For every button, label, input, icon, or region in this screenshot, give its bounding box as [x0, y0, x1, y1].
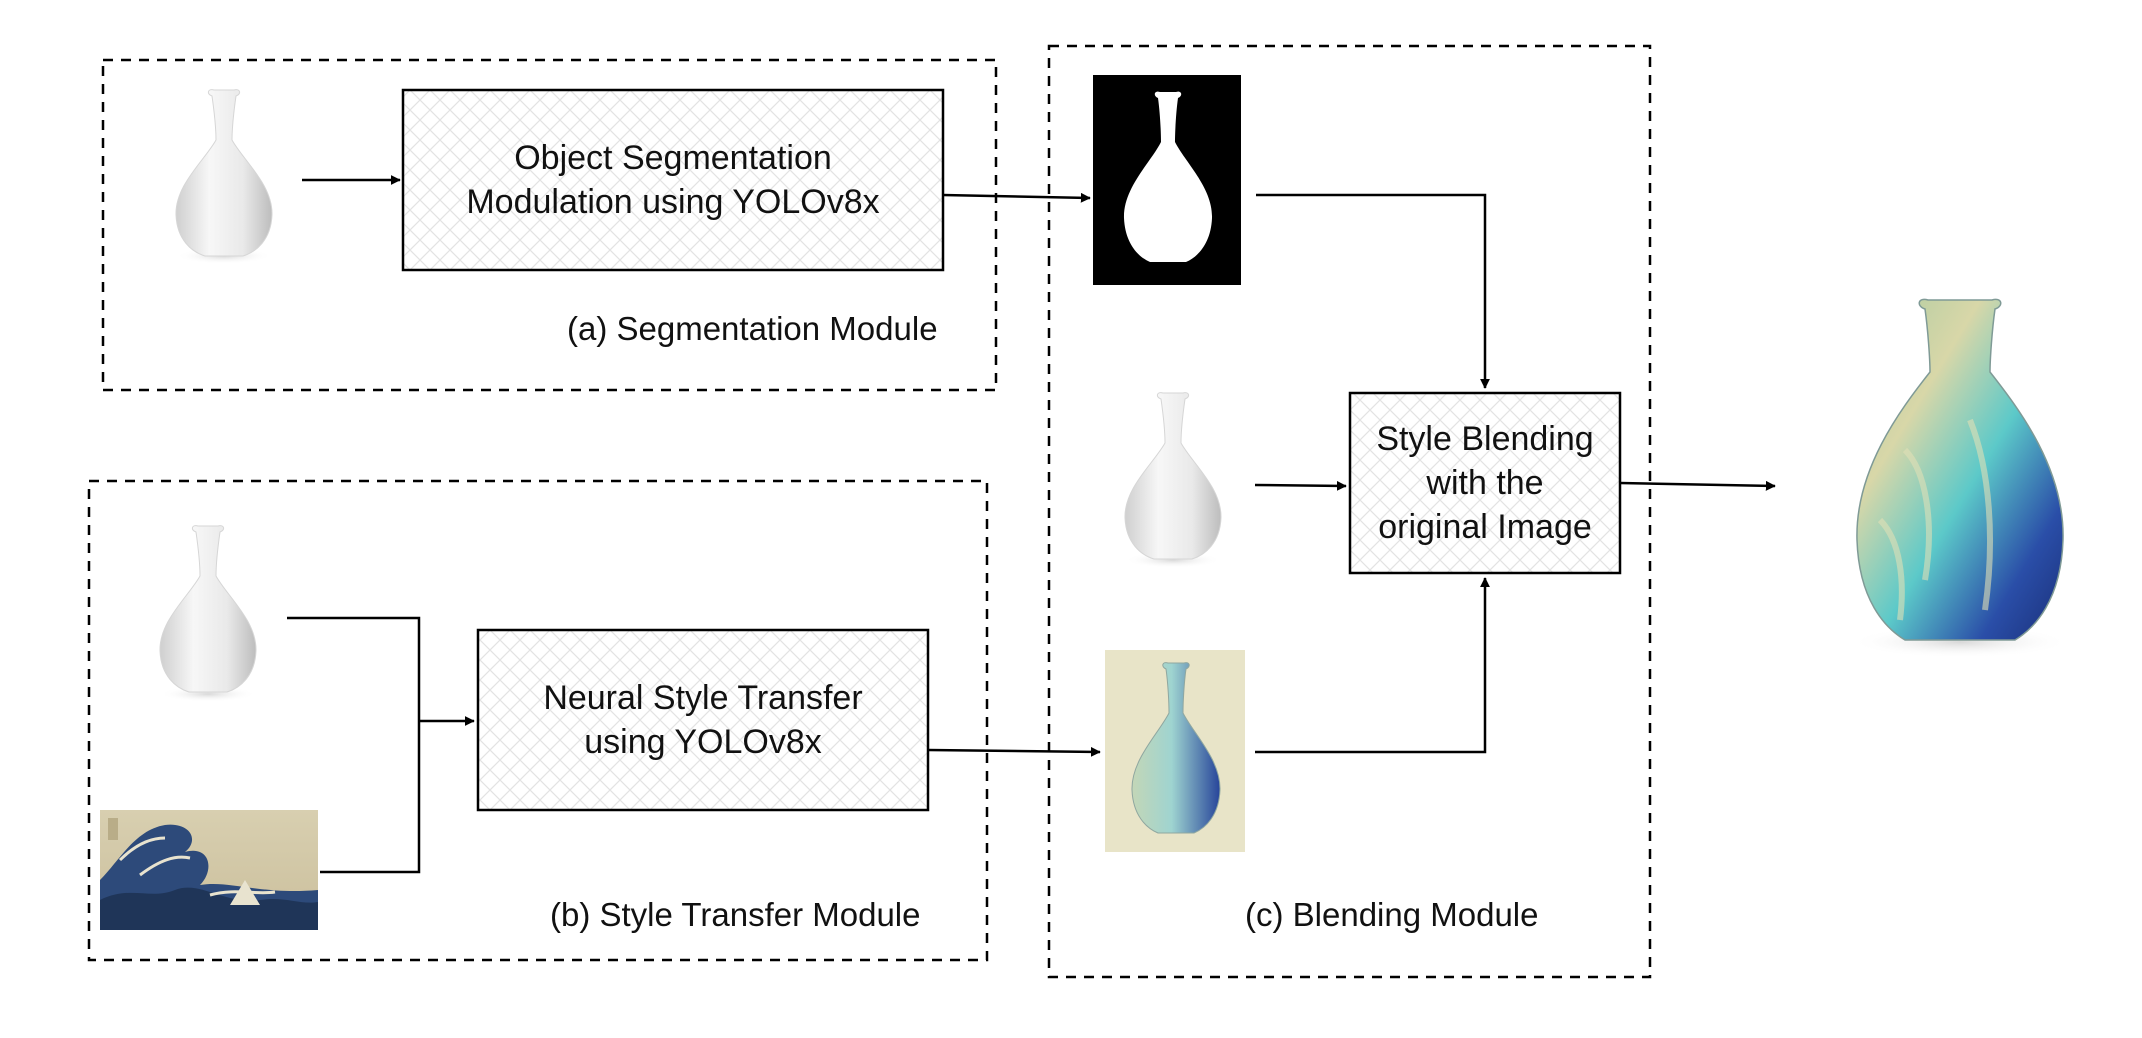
- blending-module-label: (c) Blending Module: [1245, 896, 1539, 933]
- segmentation-process-line1: Object Segmentation: [514, 139, 832, 177]
- final-output-vase-image: [1850, 298, 2070, 658]
- style-transfer-process-line2: using YOLOv8x: [584, 723, 822, 761]
- style-transfer-process-box: [476, 628, 930, 812]
- connector-vase-to-merge: [287, 616, 421, 874]
- blending-process-line2: with the: [1426, 464, 1544, 502]
- arrow-segmentation-to-mask: [942, 192, 1091, 203]
- blending-process-line3: original Image: [1378, 508, 1592, 546]
- segmentation-process-box: [401, 88, 945, 272]
- arrow-blending-to-output: [1619, 480, 1776, 491]
- style-transfer-process-line1: Neural Style Transfer: [543, 679, 863, 717]
- segmentation-module-label: (a) Segmentation Module: [567, 310, 938, 347]
- style-transfer-module-frame: [87, 479, 989, 962]
- blending-module-frame: [1047, 44, 1652, 979]
- arrow-vase-to-blending: [1254, 480, 1347, 491]
- segmentation-process-text: Object Segmentation Modulation using YOL…: [403, 90, 943, 270]
- blending-process-text: Style Blending with the original Image: [1350, 393, 1620, 573]
- input-vase-image-blending: [1124, 392, 1222, 568]
- arrow-style-transfer-to-stylized: [927, 746, 1101, 757]
- stylized-vase-image: [1105, 650, 1245, 852]
- arrow-stylized-to-blending: [1255, 577, 1490, 754]
- arrow-mask-to-blending: [1256, 193, 1490, 389]
- style-transfer-process-text: Neural Style Transfer using YOLOv8x: [478, 630, 928, 810]
- input-vase-image-segmentation: [175, 89, 273, 264]
- blending-process-line1: Style Blending: [1376, 420, 1594, 458]
- input-vase-image-style-transfer: [159, 525, 257, 702]
- segmentation-process-line2: Modulation using YOLOv8x: [466, 183, 880, 221]
- segmentation-mask-image: [1093, 75, 1241, 285]
- style-reference-painting: [100, 810, 318, 930]
- style-transfer-module-label: (b) Style Transfer Module: [550, 896, 921, 933]
